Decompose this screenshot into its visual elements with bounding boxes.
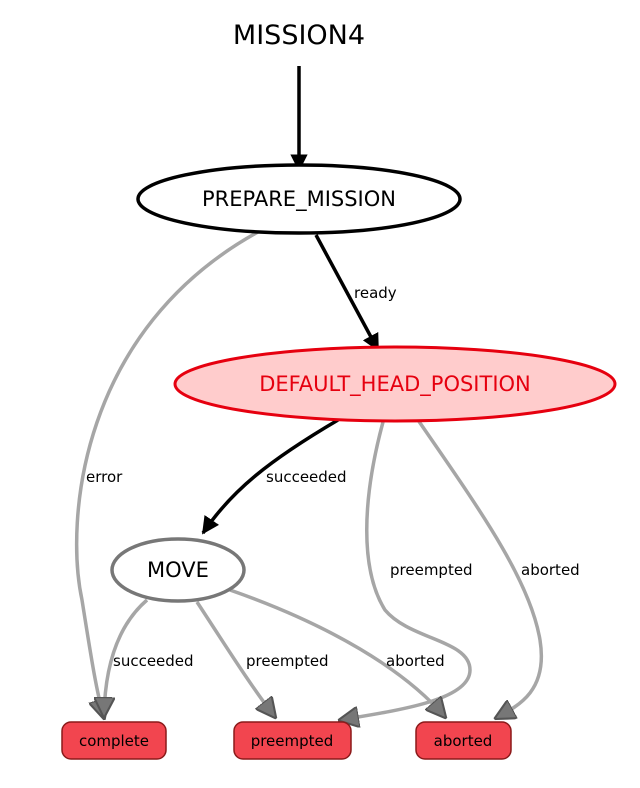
edge-label-dhp-aborted: aborted (521, 561, 580, 579)
edge-label-dhp-preempted: preempted (390, 561, 473, 579)
edge-prepare-error (74, 230, 259, 718)
edge-prepare-ready (314, 234, 380, 352)
edge-dhp-succeeded (201, 418, 339, 535)
edge-move-succeeded (104, 598, 149, 716)
state-move-label: MOVE (147, 558, 209, 582)
edge-dhp-aborted (416, 419, 544, 718)
state-default-head-position-label: DEFAULT_HEAD_POSITION (259, 372, 531, 397)
state-move[interactable]: MOVE (110, 537, 246, 603)
outcome-complete-label: complete (79, 732, 149, 750)
outcome-complete[interactable]: complete (61, 721, 167, 760)
state-prepare-mission[interactable]: PREPARE_MISSION (136, 163, 462, 235)
edge-label-move-succeeded: succeeded (113, 652, 194, 670)
edge-label-error: error (86, 468, 123, 486)
outcome-aborted[interactable]: aborted (415, 721, 512, 760)
edge-label-move-preempted: preempted (246, 652, 329, 670)
outcome-preempted[interactable]: preempted (233, 721, 352, 760)
edge-label-dhp-succeeded: succeeded (266, 468, 347, 486)
state-default-head-position[interactable]: DEFAULT_HEAD_POSITION (173, 345, 617, 423)
edge-move-aborted (229, 588, 445, 717)
state-prepare-mission-label: PREPARE_MISSION (202, 187, 396, 212)
outcome-aborted-label: aborted (434, 732, 493, 750)
diagram-title: MISSION4 (233, 20, 365, 51)
outcome-preempted-label: preempted (251, 732, 334, 750)
edge-label-ready: ready (354, 284, 397, 302)
edge-move-preempted (195, 601, 275, 717)
edge-label-move-aborted: aborted (386, 652, 445, 670)
